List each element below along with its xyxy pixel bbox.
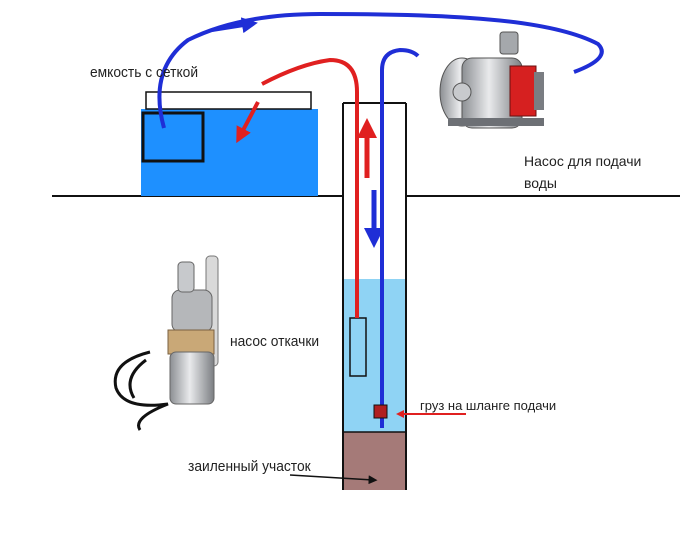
hose-weight-label: груз на шланге подачи (420, 398, 557, 413)
surface-pump-label-line1: Насос для подачи (524, 153, 642, 169)
well-silt (343, 432, 406, 490)
surface-pump-icon (439, 31, 544, 129)
tank-mesh (141, 111, 205, 163)
submersible-pump-label: насос откачки (230, 333, 320, 350)
surface-pump-label-line2: воды (524, 175, 557, 191)
tank-outline (145, 91, 312, 110)
silted-section-label: заиленный участок (188, 458, 311, 475)
silt-pointer (289, 474, 378, 485)
supply-loop-arrow (211, 17, 258, 34)
return-arrow-into-tank (236, 101, 260, 144)
return-hose (261, 57, 359, 318)
supply-loop (157, 11, 604, 129)
submersible-pump-icon (113, 255, 219, 431)
tank-label: емкость с сеткой (90, 64, 199, 81)
hose-weight (373, 404, 388, 419)
tank-water (141, 109, 318, 196)
supply-hose-well (380, 47, 420, 428)
